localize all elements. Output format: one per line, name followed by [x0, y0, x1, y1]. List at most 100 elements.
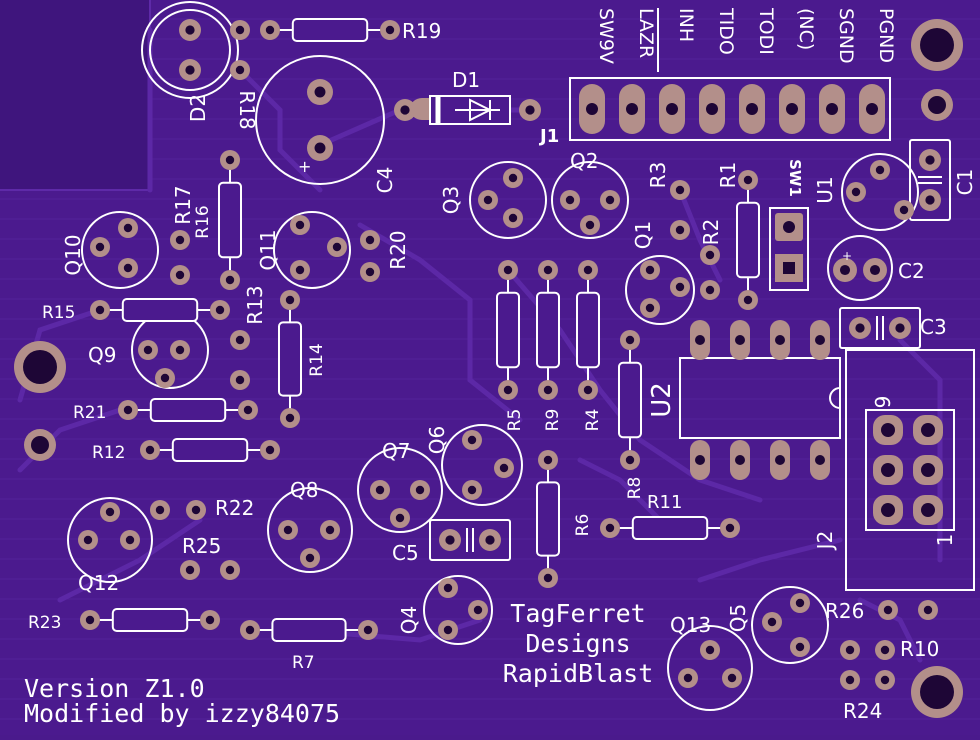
label-q9: Q9 — [88, 343, 116, 367]
transistor-q3 — [469, 161, 547, 239]
capacitor-c2 — [827, 235, 893, 301]
label-q3: Q3 — [439, 186, 463, 214]
transistor-q5 — [751, 586, 829, 664]
label-r23: R23 — [28, 613, 61, 633]
label-r18: R18 — [235, 90, 259, 129]
label-r14: R14 — [307, 343, 327, 376]
label-r6: R6 — [573, 514, 593, 537]
resistor-r12 — [150, 438, 270, 462]
resistor-r5 — [496, 270, 520, 390]
label-d2: D2 — [186, 94, 210, 122]
j1-pin-label: TODI — [755, 7, 777, 55]
label-r20: R20 — [386, 230, 410, 269]
label-r24: R24 — [843, 699, 882, 723]
label-c5: C5 — [392, 541, 419, 565]
version-text: Version Z1.0 — [24, 674, 205, 703]
label-q5: Q5 — [726, 604, 750, 632]
resistor-r6 — [536, 460, 560, 578]
j1-pin-label: INH — [675, 8, 697, 42]
transistor-q6 — [441, 424, 523, 506]
label-u2: U2 — [647, 382, 677, 418]
resistor-r19 — [270, 18, 390, 42]
label-q4: Q4 — [397, 606, 421, 634]
label-u1: U1 — [813, 176, 837, 203]
led-d2 — [141, 1, 239, 99]
label-q6: Q6 — [425, 426, 449, 454]
diode-d1 — [410, 95, 511, 125]
label-r26: R26 — [825, 599, 864, 623]
resistor-r1 — [736, 180, 760, 300]
transistor-q2 — [551, 161, 629, 239]
label-r15: R15 — [42, 303, 75, 323]
label-q1: Q1 — [631, 221, 655, 249]
credit-rapidblast: RapidBlast — [503, 659, 654, 688]
label-r7: R7 — [292, 653, 315, 673]
credit-designs: Designs — [525, 629, 630, 658]
label-r10: R10 — [900, 637, 939, 661]
resistor-r8 — [618, 340, 642, 460]
j1-pin-label: LAZR — [635, 8, 657, 58]
resistor-r21 — [128, 398, 248, 422]
resistor-r14 — [278, 300, 302, 418]
label-r25: R25 — [182, 534, 221, 558]
mounting-holes — [14, 19, 963, 718]
label-r2: R2 — [699, 219, 723, 246]
label-c3: C3 — [920, 315, 947, 339]
label-q8: Q8 — [290, 478, 318, 502]
label-j2-pin9: 9 — [871, 396, 895, 409]
resistor-r15 — [100, 298, 220, 322]
credit-tagferret: TagFerret — [510, 599, 645, 628]
transistor-q13 — [667, 625, 753, 711]
label-r13: R13 — [243, 285, 267, 324]
capacitor-c5 — [429, 519, 511, 561]
label-r12: R12 — [92, 443, 125, 463]
label-r5: R5 — [505, 409, 525, 432]
regulator-u1 — [841, 153, 919, 231]
label-q7: Q7 — [382, 439, 410, 463]
transistor-q1 — [625, 255, 695, 325]
transistor-q10 — [81, 211, 159, 289]
resistor-r16 — [218, 160, 242, 280]
j1-pin-label: PGND — [875, 8, 897, 63]
capacitor-c4 — [255, 55, 385, 185]
label-r3: R3 — [646, 162, 670, 189]
label-c2-plus: + — [842, 249, 852, 263]
label-c1: C1 — [953, 169, 977, 196]
label-c2: C2 — [898, 259, 925, 283]
j1-pin-label: SGND — [835, 8, 857, 64]
label-j2: J2 — [813, 531, 837, 552]
label-r21: R21 — [73, 403, 106, 423]
transistor-q12 — [67, 497, 153, 583]
label-r16: R16 — [193, 205, 213, 238]
resistor-r23 — [90, 608, 210, 632]
label-r22: R22 — [215, 496, 254, 520]
switch-sw1 — [769, 207, 809, 291]
label-r9: R9 — [543, 409, 563, 432]
resistor-r4 — [576, 270, 600, 390]
capacitor-c1 — [909, 139, 951, 221]
label-q11: Q11 — [256, 229, 280, 270]
label-q10: Q10 — [61, 234, 85, 275]
capacitor-c3 — [839, 307, 921, 349]
transistor-q8 — [267, 487, 353, 573]
label-q13: Q13 — [670, 613, 711, 637]
label-j1: J1 — [538, 126, 559, 147]
label-q2: Q2 — [570, 149, 598, 173]
connector-j2 — [845, 349, 975, 591]
j1-pin-label: TIDO — [715, 7, 737, 55]
j1-pin-label: SW9V — [595, 8, 617, 64]
label-q12: Q12 — [78, 571, 119, 595]
label-r17: R17 — [171, 185, 195, 224]
label-sw1: SW1 — [786, 159, 804, 197]
label-d1: D1 — [452, 68, 480, 92]
ic-u2 — [679, 357, 841, 439]
modified-by-text: Modified by izzy84075 — [24, 699, 340, 728]
label-r4: R4 — [583, 409, 603, 432]
header-j1 — [569, 8, 891, 141]
transistor-q4 — [423, 575, 493, 645]
label-c4-plus: + — [298, 157, 311, 176]
transistor-q7 — [357, 447, 443, 533]
